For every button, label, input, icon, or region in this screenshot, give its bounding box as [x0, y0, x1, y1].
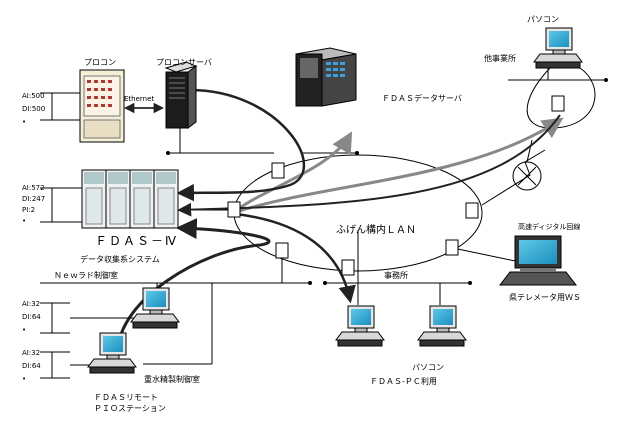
telemeter-ws-label: 県テレメータ用ＷＳ: [509, 293, 581, 302]
newrad-label: Ｎｅｗラド制御室: [54, 271, 118, 280]
pc-icon: [130, 287, 180, 329]
io-label: •: [22, 326, 27, 334]
fdas-iv-cabinet-icon: [81, 169, 179, 229]
pc-bottom-label: パソコン: [412, 363, 444, 372]
fdas-data-server-label: ＦＤＡＳデータサーバ: [382, 94, 462, 103]
heavy-water-label: 重水精製制御室: [144, 375, 200, 384]
pc-icon: [417, 305, 467, 347]
fdas4-label: ＦＤＡＳ－Ⅳ: [95, 234, 179, 248]
io-label: DI:500: [22, 105, 46, 113]
io-label: AI:32: [22, 300, 41, 308]
io-label: •: [22, 118, 27, 126]
io-label: •: [22, 217, 27, 225]
io-label: AI:32: [22, 349, 41, 357]
pc-icon: [87, 332, 137, 374]
io-label: DI:64: [22, 362, 41, 370]
io-label: AI:500: [22, 92, 45, 100]
io-label: AI:572: [22, 184, 45, 192]
lan-node: [275, 242, 289, 259]
lan-node: [445, 239, 459, 256]
io-label: DI:247: [22, 195, 46, 203]
office-label: 事務所: [384, 271, 408, 280]
telemeter-ws-icon: [498, 235, 578, 286]
plc-server-icon: [164, 61, 198, 129]
pc-icon: [335, 305, 385, 347]
lan-node: [227, 201, 241, 218]
ethernet-label: Ethernet: [124, 95, 155, 103]
remote-pio-label: ＦＤＡＳリモート ＰＩＯステーション: [94, 393, 166, 413]
fdas-data-server-icon: [295, 47, 357, 107]
lan-node: [271, 162, 285, 179]
other-office-label: 他事業所: [484, 54, 516, 63]
lan-node: [341, 259, 355, 276]
hs-digital-label: 高速ディジタル回線: [518, 223, 581, 231]
lan-node: [551, 95, 565, 112]
plc-server-label: プロコンサーバ: [156, 58, 212, 67]
lan-label: ふげん構内ＬＡＮ: [336, 225, 416, 236]
plc-icon: [79, 69, 125, 143]
wan-loop: [526, 59, 596, 129]
io-label: •: [22, 375, 27, 383]
wan-link-zigzag: [481, 149, 546, 206]
data-collection-label: データ収集系システム: [80, 255, 160, 264]
pc-icon: [533, 27, 583, 69]
plc-label: プロコン: [84, 58, 116, 67]
lan-node: [465, 202, 479, 219]
io-label: PI:2: [22, 206, 36, 214]
io-label: DI:64: [22, 313, 41, 321]
pc-top-label: パソコン: [527, 15, 559, 24]
fdas-pc-label: ＦＤＡＳ-ＰＣ利用: [370, 377, 437, 386]
